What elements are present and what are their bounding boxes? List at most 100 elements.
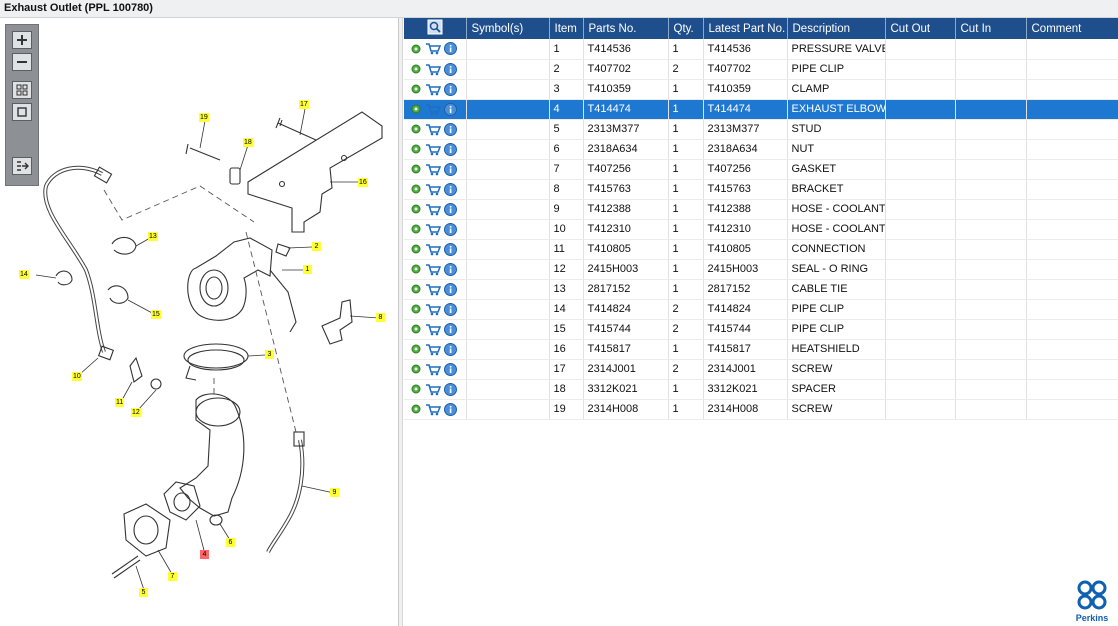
callout-label-9[interactable]: 9 xyxy=(330,488,339,497)
info-icon[interactable] xyxy=(444,322,457,336)
callout-label-11[interactable]: 11 xyxy=(115,398,125,407)
cart-icon[interactable] xyxy=(425,243,441,256)
callout-label-14[interactable]: 14 xyxy=(19,270,29,279)
cart-icon[interactable] xyxy=(425,403,441,416)
gear-icon[interactable] xyxy=(410,223,422,235)
header-view-column[interactable] xyxy=(404,18,467,39)
gear-icon[interactable] xyxy=(410,283,422,295)
cart-icon[interactable] xyxy=(425,123,441,136)
gear-icon[interactable] xyxy=(410,363,422,375)
gear-icon[interactable] xyxy=(410,203,422,215)
pane-splitter[interactable] xyxy=(399,18,403,626)
cart-icon[interactable] xyxy=(425,223,441,236)
callout-label-2[interactable]: 2 xyxy=(312,242,321,251)
cart-icon[interactable] xyxy=(425,383,441,396)
callout-label-3[interactable]: 3 xyxy=(265,350,274,359)
info-icon[interactable] xyxy=(444,162,457,176)
exploded-diagram[interactable] xyxy=(0,18,399,626)
gear-icon[interactable] xyxy=(410,263,422,275)
header-cut-in[interactable]: Cut In xyxy=(955,18,1027,39)
gear-icon[interactable] xyxy=(410,323,422,335)
cart-icon[interactable] xyxy=(425,103,441,116)
pan-button[interactable] xyxy=(12,157,32,175)
info-icon[interactable] xyxy=(444,82,457,96)
callout-label-16[interactable]: 16 xyxy=(358,178,368,187)
callout-label-8[interactable]: 8 xyxy=(376,313,385,322)
cart-icon[interactable] xyxy=(425,183,441,196)
cart-icon[interactable] xyxy=(425,203,441,216)
callout-label-4[interactable]: 4 xyxy=(200,550,209,559)
cart-icon[interactable] xyxy=(425,83,441,96)
gear-icon[interactable] xyxy=(410,403,422,415)
callout-label-5[interactable]: 5 xyxy=(139,588,148,597)
gear-icon[interactable] xyxy=(410,303,422,315)
header-cut-out[interactable]: Cut Out xyxy=(885,18,956,39)
info-icon[interactable] xyxy=(444,302,457,316)
header-parts-no[interactable]: Parts No. xyxy=(583,18,669,39)
callout-label-1[interactable]: 1 xyxy=(303,265,312,274)
callout-label-18[interactable]: 18 xyxy=(243,138,253,147)
cart-icon[interactable] xyxy=(425,163,441,176)
info-icon[interactable] xyxy=(444,382,457,396)
fit-to-window-button[interactable] xyxy=(12,81,32,99)
gear-icon[interactable] xyxy=(410,43,422,55)
info-icon[interactable] xyxy=(444,142,457,156)
gear-icon[interactable] xyxy=(410,243,422,255)
actual-size-button[interactable] xyxy=(12,103,32,121)
cart-icon[interactable] xyxy=(425,63,441,76)
gear-icon[interactable] xyxy=(410,183,422,195)
cart-icon[interactable] xyxy=(425,303,441,316)
info-icon[interactable] xyxy=(444,282,457,296)
callout-label-6[interactable]: 6 xyxy=(226,538,235,547)
header-comment[interactable]: Comment xyxy=(1026,18,1118,39)
callout-label-19[interactable]: 19 xyxy=(199,113,209,122)
callout-label-10[interactable]: 10 xyxy=(72,372,82,381)
callout-label-15[interactable]: 15 xyxy=(151,310,161,319)
info-icon[interactable] xyxy=(444,362,457,376)
cart-icon[interactable] xyxy=(425,263,441,276)
callout-label-17[interactable]: 17 xyxy=(299,100,309,109)
gear-icon[interactable] xyxy=(410,83,422,95)
info-icon[interactable] xyxy=(444,62,457,76)
gear-icon[interactable] xyxy=(410,383,422,395)
cart-icon[interactable] xyxy=(425,283,441,296)
gear-icon[interactable] xyxy=(410,163,422,175)
gear-icon[interactable] xyxy=(410,343,422,355)
cart-icon[interactable] xyxy=(425,42,441,55)
info-icon[interactable] xyxy=(444,242,457,256)
header-symbols[interactable]: Symbol(s) xyxy=(466,18,550,39)
callout-label-7[interactable]: 7 xyxy=(168,572,177,581)
callout-label-13[interactable]: 13 xyxy=(148,232,158,241)
info-icon[interactable] xyxy=(444,182,457,196)
cart-icon[interactable] xyxy=(425,343,441,356)
info-icon[interactable] xyxy=(444,402,457,416)
zoom-out-button[interactable] xyxy=(12,53,32,71)
header-latest-part-no[interactable]: Latest Part No. xyxy=(703,18,788,39)
gear-icon[interactable] xyxy=(410,63,422,75)
gear-icon[interactable] xyxy=(410,123,422,135)
info-icon[interactable] xyxy=(444,342,457,356)
info-icon[interactable] xyxy=(444,102,457,116)
cart-icon[interactable] xyxy=(425,143,441,156)
cart-icon[interactable] xyxy=(425,323,441,336)
cart-icon[interactable] xyxy=(425,363,441,376)
info-icon[interactable] xyxy=(444,222,457,236)
